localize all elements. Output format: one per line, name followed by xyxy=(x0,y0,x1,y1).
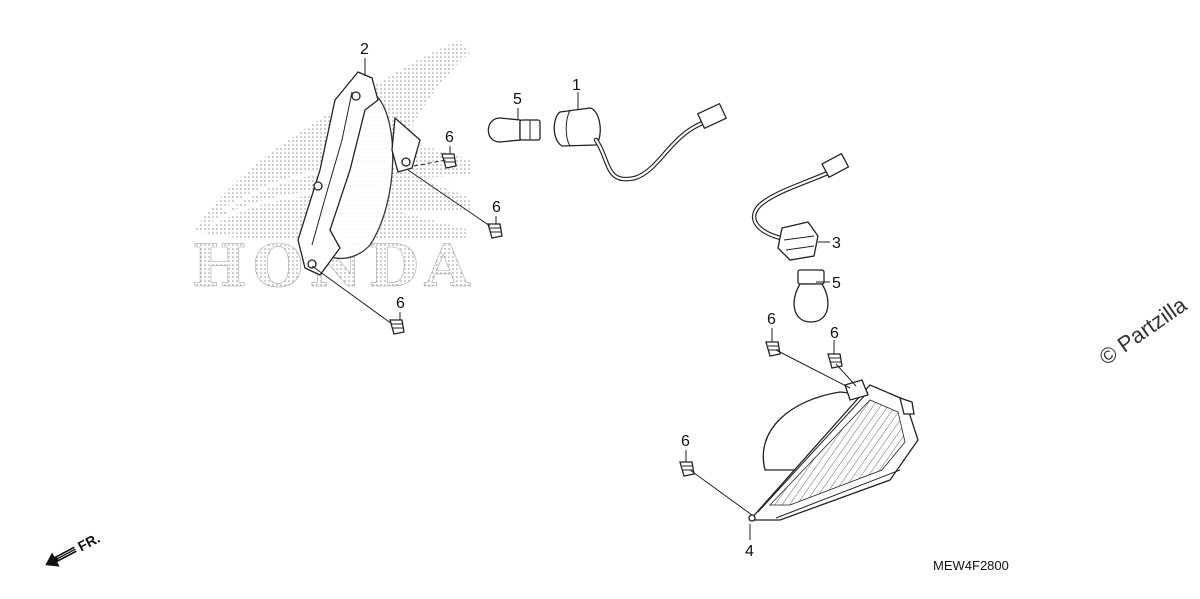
screw-6e xyxy=(827,353,843,369)
signal-mount-tab xyxy=(899,397,915,415)
callout-3: 3 xyxy=(832,235,841,252)
callout-6-c: 6 xyxy=(396,295,405,312)
socket-body xyxy=(553,107,601,147)
callout-1: 1 xyxy=(572,77,581,94)
screw-6c xyxy=(389,319,405,335)
signal-screw-hole xyxy=(748,514,756,522)
housing-inner xyxy=(311,91,353,246)
callout-6-b: 6 xyxy=(492,199,501,216)
housing-hole-4 xyxy=(401,157,411,167)
bulb-glass xyxy=(487,117,521,143)
signal-lens-rim xyxy=(757,391,901,519)
copyright-watermark: © Partzilla xyxy=(1095,291,1192,370)
bulb2-glass xyxy=(793,283,829,323)
callout-labels: 2 1 5 6 6 6 3 5 6 6 6 4 xyxy=(360,41,841,560)
callout-6-e: 6 xyxy=(830,325,839,342)
screw-6f xyxy=(679,461,695,477)
diagram-code: MEW4F2800 xyxy=(933,558,1009,573)
callout-5-lower: 5 xyxy=(832,275,841,292)
housing-hole-1 xyxy=(351,91,361,101)
housing-hole-2 xyxy=(313,181,323,191)
socket3-connector xyxy=(821,152,850,179)
socket3-ring xyxy=(783,235,815,251)
signal-lens-hatch xyxy=(769,399,906,506)
socket-wire-inner xyxy=(594,120,707,181)
screw-6b xyxy=(487,223,503,239)
part-5-bulb-lower xyxy=(793,269,829,323)
front-direction-indicator: FR. xyxy=(45,530,103,567)
screw-6d xyxy=(765,341,781,357)
socket-connector xyxy=(696,102,728,130)
arrow-left-icon xyxy=(45,546,77,567)
housing-tab-right xyxy=(391,116,421,173)
signal-mount-top xyxy=(844,379,869,401)
socket-rim xyxy=(565,109,571,147)
callout-4: 4 xyxy=(745,543,754,560)
callout-6-f: 6 xyxy=(681,433,690,450)
callout-5-upper: 5 xyxy=(513,91,522,108)
part-1-socket xyxy=(553,102,728,182)
callout-6-a: 6 xyxy=(445,129,454,146)
part-5-bulb-upper xyxy=(487,117,541,143)
front-label: FR. xyxy=(75,530,102,555)
callout-2: 2 xyxy=(360,41,369,58)
socket3-body xyxy=(777,221,819,261)
socket3-wire-inner xyxy=(753,170,832,242)
callout-6-d: 6 xyxy=(767,311,776,328)
part-3-socket xyxy=(752,152,850,261)
leader-lines xyxy=(311,58,857,540)
housing-hole-3 xyxy=(307,259,317,269)
part-4-signal-assembly xyxy=(748,379,919,522)
part-2-housing xyxy=(297,71,421,276)
